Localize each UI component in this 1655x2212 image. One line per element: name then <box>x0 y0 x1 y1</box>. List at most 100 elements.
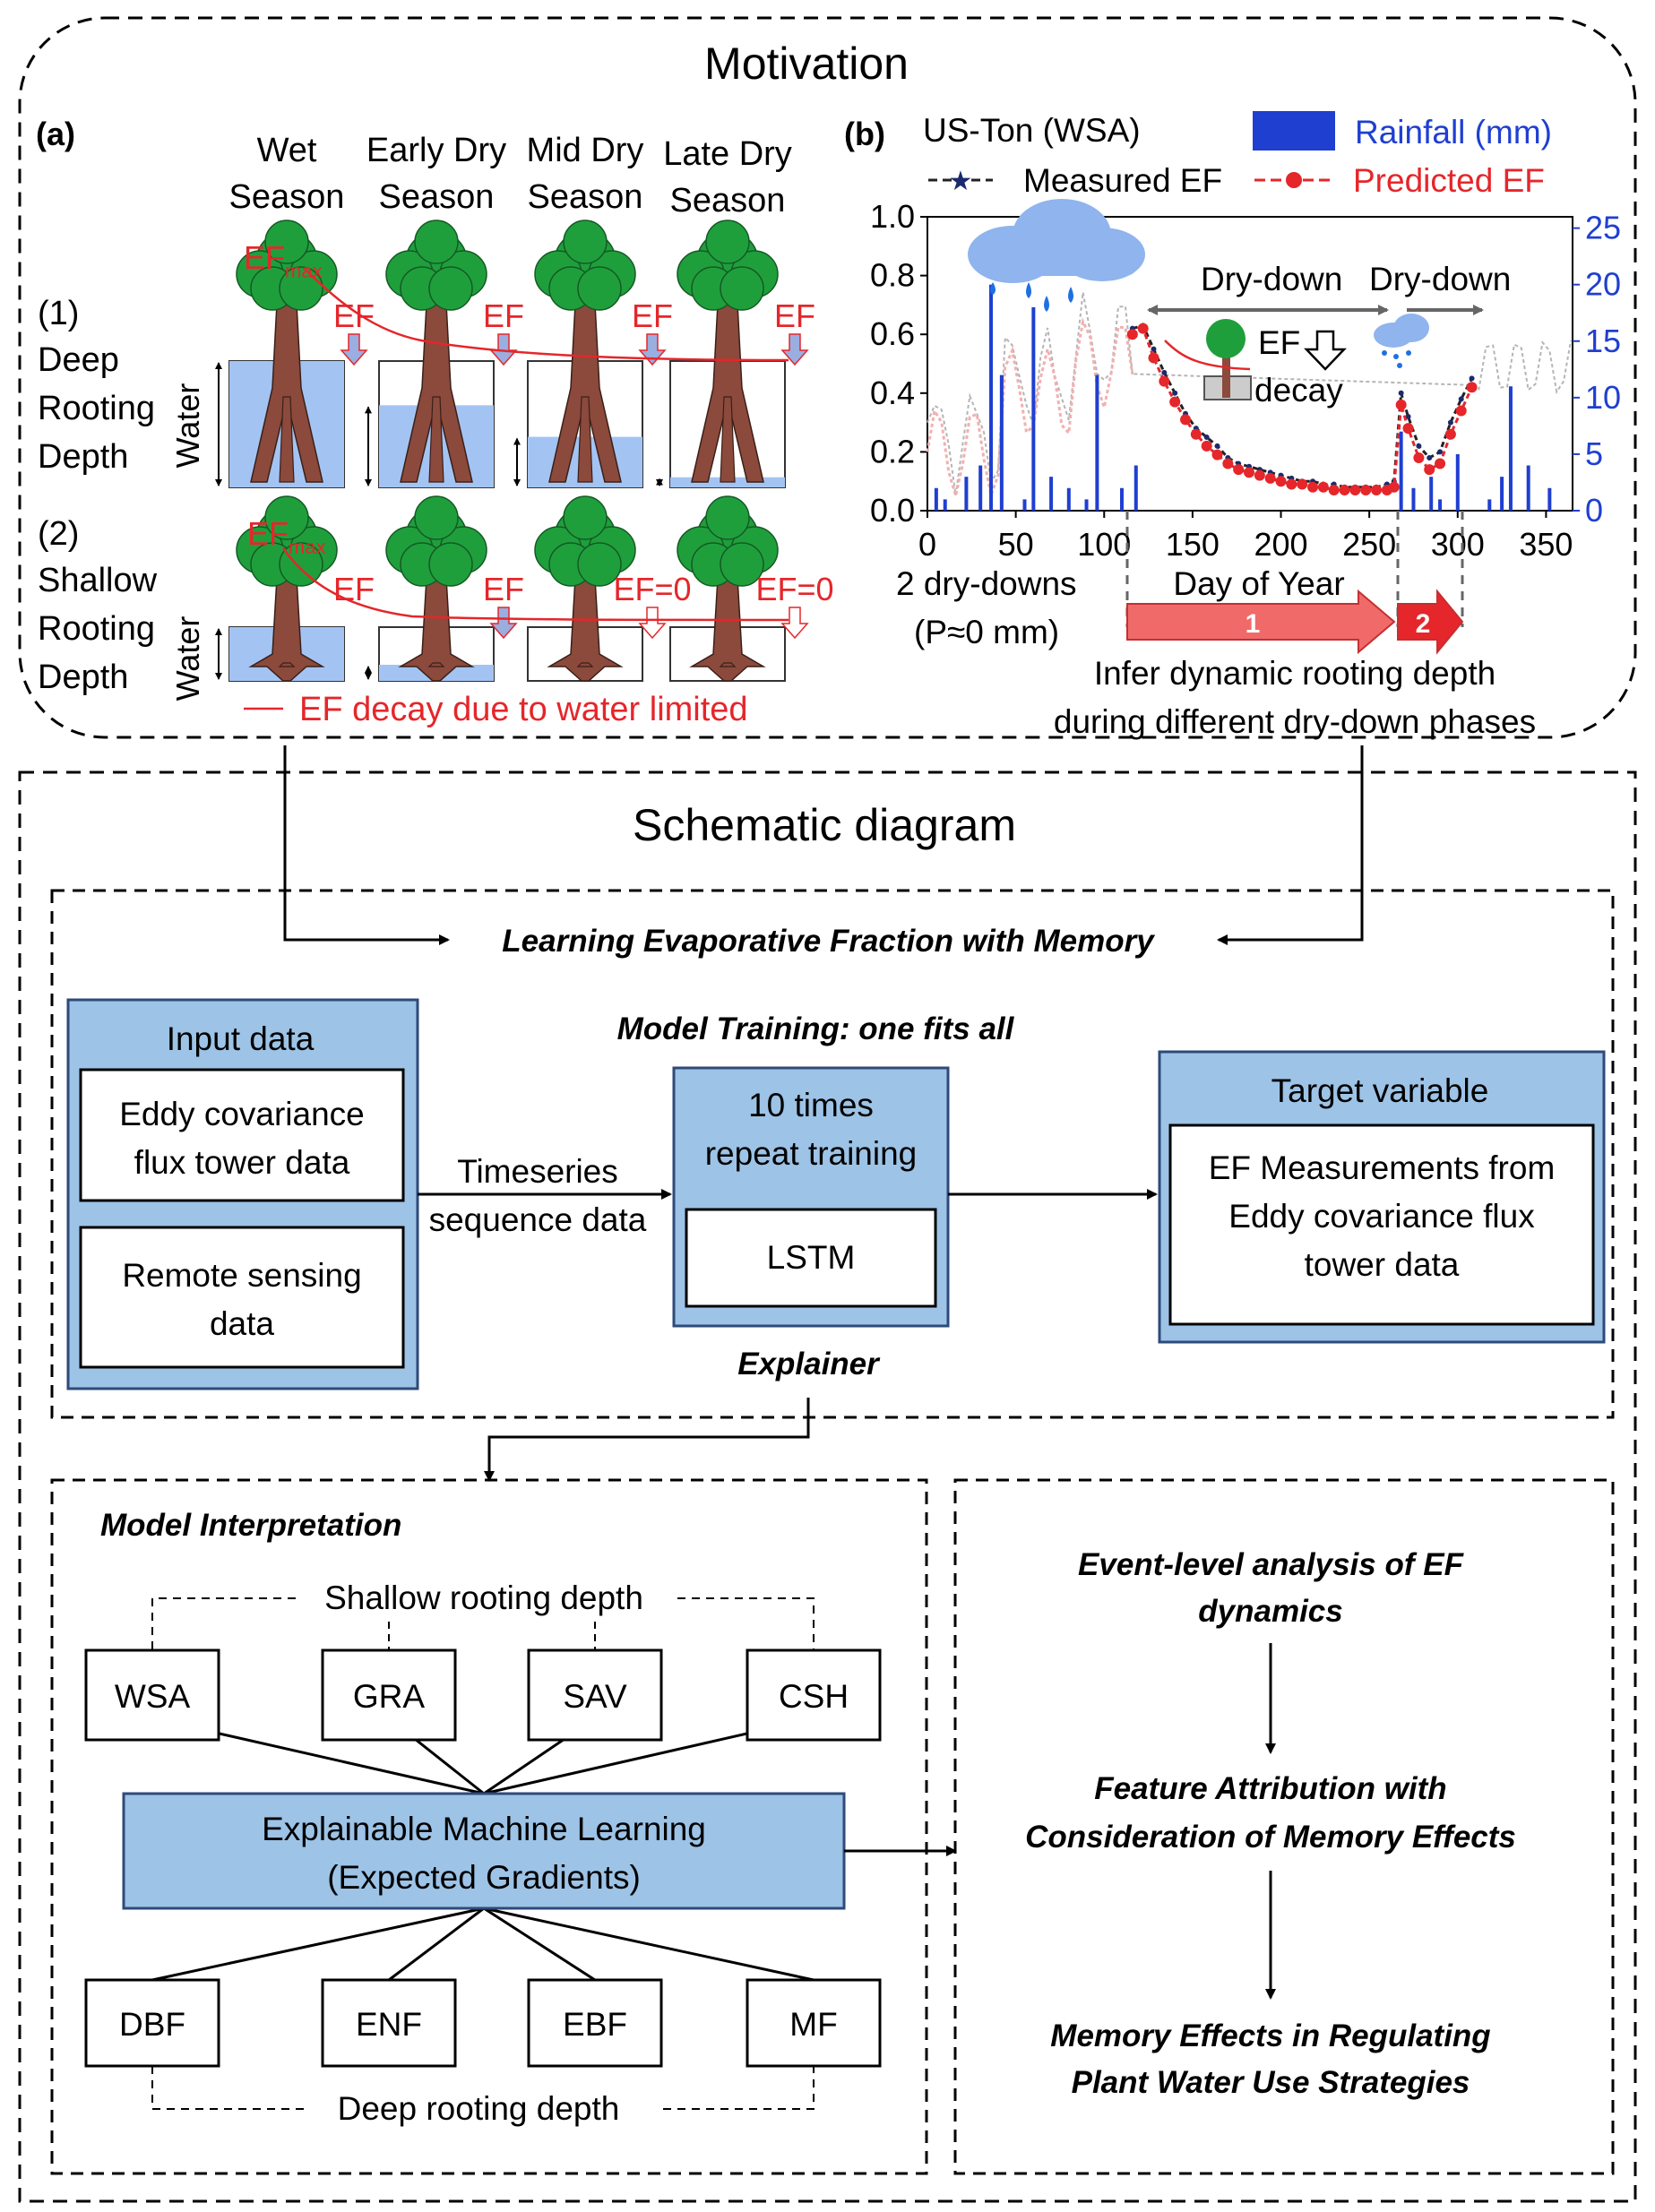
phase-2-arrow <box>1397 589 1464 655</box>
tree-root <box>278 662 296 667</box>
y-tick-label: 0.8 <box>870 257 915 294</box>
tree-crown <box>264 495 309 540</box>
ef-decay-curve-row1 <box>304 268 789 362</box>
input-rs-l2: data <box>210 1305 274 1342</box>
shallow-bracket-left <box>151 1597 296 1650</box>
predicted-point <box>1148 352 1159 364</box>
panel-b: (b) US-Ton (WSA) Rainfall (mm) ★ Measure… <box>844 111 1621 740</box>
deep-bracket-left <box>151 2066 305 2110</box>
schematic-title: Schematic diagram <box>633 800 1016 850</box>
measured-point <box>1427 454 1433 460</box>
season-late-l2: Season <box>670 182 786 219</box>
rainfall-bar <box>989 284 994 511</box>
legend-measured-star: ★ <box>949 167 973 196</box>
predicted-point <box>1180 414 1191 426</box>
note-line2: (P≈0 mm) <box>914 614 1059 650</box>
explainer-label: Explainer <box>737 1347 881 1381</box>
predicted-point <box>1222 458 1234 469</box>
tree-trunk <box>689 562 766 682</box>
mini-tree-icon <box>1203 319 1252 400</box>
measured-point <box>1214 443 1220 449</box>
motivation-title: Motivation <box>704 39 909 89</box>
decay-label: decay <box>1254 372 1343 409</box>
tree-trunk <box>248 562 325 682</box>
link-line <box>483 1906 815 1982</box>
pft-label-sav: SAV <box>563 1678 627 1715</box>
analysis-s2-l1: Feature Attribution with <box>1094 1771 1446 1806</box>
dry-down-1-label: Dry-down <box>1201 261 1342 297</box>
predicted-point <box>1349 485 1361 496</box>
predicted-point <box>1297 478 1308 490</box>
down-arrow-icon <box>489 607 518 640</box>
tree-crown <box>563 219 608 264</box>
y-tick-label: 0.2 <box>870 433 915 469</box>
panel-a: (a) Wet Season Early Dry Season Mid Dry … <box>36 116 834 728</box>
input-flux-box <box>79 1068 405 1202</box>
training-l1: 10 times <box>748 1087 874 1123</box>
analysis-s3-l1: Memory Effects in Regulating <box>1050 2018 1490 2053</box>
predicted-point <box>1233 464 1245 476</box>
ef-label: EF=0 <box>613 571 691 607</box>
predicted-point <box>1328 485 1340 496</box>
y2-tick-label: 20 <box>1585 266 1621 303</box>
predicted-point <box>1126 329 1138 340</box>
tree-root <box>576 662 594 667</box>
lstm-label: LSTM <box>767 1239 856 1276</box>
shallow-bracket-right <box>677 1597 815 1650</box>
down-arrow-icon <box>780 607 809 640</box>
phase-1-label: 1 <box>1246 609 1261 639</box>
down-arrow-icon <box>638 607 667 640</box>
y2-tick-label: 5 <box>1585 435 1603 472</box>
row2-water: Water <box>169 616 206 701</box>
rainfall-bar <box>1500 477 1504 511</box>
site-label: US-Ton (WSA) <box>923 112 1141 149</box>
rainfall-bar <box>1031 306 1036 511</box>
x-tick-label: 350 <box>1519 526 1573 563</box>
pft-label-gra: GRA <box>353 1678 426 1715</box>
tree-crown <box>428 542 473 587</box>
predicted-point <box>1254 469 1265 481</box>
deep-bracket-right <box>663 2066 815 2110</box>
row1-num: (1) <box>38 295 79 332</box>
rainfall-bar <box>943 499 947 511</box>
pft-label-mf: MF <box>789 2006 837 2043</box>
tree-crown <box>414 219 459 264</box>
x-tick-label: 250 <box>1342 526 1396 563</box>
link-line <box>388 1906 485 1982</box>
timeseries-l2: sequence data <box>429 1201 647 1238</box>
tree-crown <box>563 495 608 540</box>
pft-box <box>84 1978 220 2068</box>
arrow-explainer <box>484 1398 810 1482</box>
infer-line2: during different dry-down phases <box>1054 703 1536 740</box>
legend-measured-text: Measured EF <box>1023 162 1222 199</box>
pft-label-wsa: WSA <box>115 1678 191 1715</box>
predicted-point <box>1244 467 1255 478</box>
legend-rainfall-swatch <box>1253 111 1335 151</box>
rainfall-bar <box>1547 487 1552 511</box>
rainfall-bar <box>1084 499 1089 511</box>
timeseries-l1: Timeseries <box>457 1153 618 1190</box>
row2-num: (2) <box>38 515 79 553</box>
legend-text: EF decay due to water limited <box>299 691 748 728</box>
predicted-point <box>1317 481 1329 493</box>
pft-label-dbf: DBF <box>119 2006 185 2043</box>
predicted-point <box>1360 485 1372 496</box>
tree-crown <box>279 266 323 311</box>
pft-box <box>321 1978 457 2068</box>
target-l2: Eddy covariance flux <box>1228 1198 1535 1235</box>
ef-label: EF <box>333 297 375 334</box>
y-tick-label: 0.4 <box>870 374 915 411</box>
tree-crown <box>414 495 459 540</box>
analysis-s3-l2: Plant Water Use Strategies <box>1072 2065 1470 2100</box>
row1-l1: Deep <box>38 341 119 379</box>
tree-root <box>279 396 295 483</box>
dry-down-2-label: Dry-down <box>1369 261 1511 297</box>
season-early-l2: Season <box>379 178 495 216</box>
tree-root <box>427 662 445 667</box>
pft-box <box>527 1978 663 2068</box>
target-l1: EF Measurements from <box>1209 1149 1556 1186</box>
season-early-l1: Early Dry <box>366 132 506 169</box>
